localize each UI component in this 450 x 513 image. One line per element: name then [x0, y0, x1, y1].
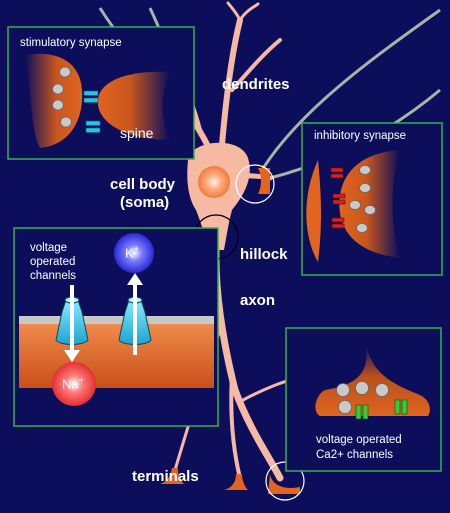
- sodium-ion-label: Na+: [62, 375, 84, 392]
- calcium-channel: [362, 404, 369, 420]
- potassium-ion-label: K+: [125, 244, 139, 261]
- calcium-channel: [401, 399, 408, 415]
- vesicle: [359, 165, 371, 175]
- inhibitory-receptor: [331, 217, 345, 223]
- inhibitory-bouton: [258, 168, 270, 194]
- inhibitory-terminal: [339, 150, 400, 258]
- inhibitory-receptor: [332, 199, 346, 205]
- inhibitory-receptor: [330, 173, 344, 179]
- terminal-bouton-3: [160, 468, 184, 484]
- hillock-label: hillock: [240, 246, 288, 263]
- highlight-inhibitory: [235, 164, 275, 204]
- inhibitory-synapse-panel: [301, 122, 443, 276]
- receptor-channel: [83, 90, 99, 96]
- dendritic-spine: [97, 71, 170, 140]
- vesicle: [349, 200, 361, 210]
- soma-label: (soma): [120, 194, 170, 211]
- neuron: [98, 1, 441, 494]
- terminals-label: terminals: [132, 468, 199, 485]
- potassium-ion: [114, 233, 154, 273]
- calcium-channel: [355, 404, 362, 420]
- spine-label: spine: [120, 125, 154, 141]
- stimulatory-synapse-title: stimulatory synapse: [20, 37, 122, 49]
- nucleus: [198, 166, 230, 198]
- receptor-channel: [85, 127, 101, 133]
- voltage-channels-title-3: channels: [30, 270, 77, 282]
- calcium-channels-panel: [285, 327, 442, 472]
- vesicle: [338, 400, 352, 414]
- calcium-caption-2: Ca2+ channels: [316, 449, 394, 461]
- axon-shaft: [212, 246, 284, 482]
- stimulatory-synapse-panel: [7, 26, 195, 160]
- vesicle: [52, 83, 64, 95]
- inhibitory-synapse-title: inhibitory synapse: [314, 130, 407, 142]
- terminal-bouton-1: [268, 474, 300, 494]
- receptor-channel: [83, 97, 99, 103]
- axon-label: axon: [240, 292, 276, 309]
- axon-terminal: [315, 344, 430, 416]
- membrane-surface: [19, 316, 214, 324]
- terminal-bouton-2: [224, 474, 248, 490]
- inhibitory-receptor: [330, 167, 344, 173]
- vesicle: [375, 383, 389, 397]
- highlight-terminal: [265, 461, 305, 501]
- inhibitory-receptor: [331, 223, 345, 229]
- vesicle: [359, 183, 371, 193]
- voltage-channels-title-2: operated: [30, 256, 76, 268]
- vesicle: [355, 381, 369, 395]
- calcium-caption-1: voltage operated: [316, 434, 402, 446]
- vesicle: [52, 99, 64, 111]
- vesicle: [336, 383, 350, 397]
- vesicle: [59, 66, 71, 78]
- postsynaptic-membrane: [306, 160, 321, 262]
- receptor-channel: [85, 120, 101, 126]
- membrane: [19, 324, 214, 388]
- vesicle: [60, 116, 72, 128]
- input-fiber-3: [260, 8, 441, 171]
- voltage-channels-panel: [13, 227, 219, 427]
- dendrites-label: dendrites: [222, 76, 290, 93]
- inhibitory-receptor: [332, 193, 346, 199]
- voltage-channels-title-1: voltage: [30, 242, 68, 254]
- cell-body-label: cell body: [110, 176, 176, 193]
- calcium-channel: [394, 399, 401, 415]
- sodium-ion: [52, 362, 96, 406]
- vesicle: [356, 223, 368, 233]
- vesicle: [364, 205, 376, 215]
